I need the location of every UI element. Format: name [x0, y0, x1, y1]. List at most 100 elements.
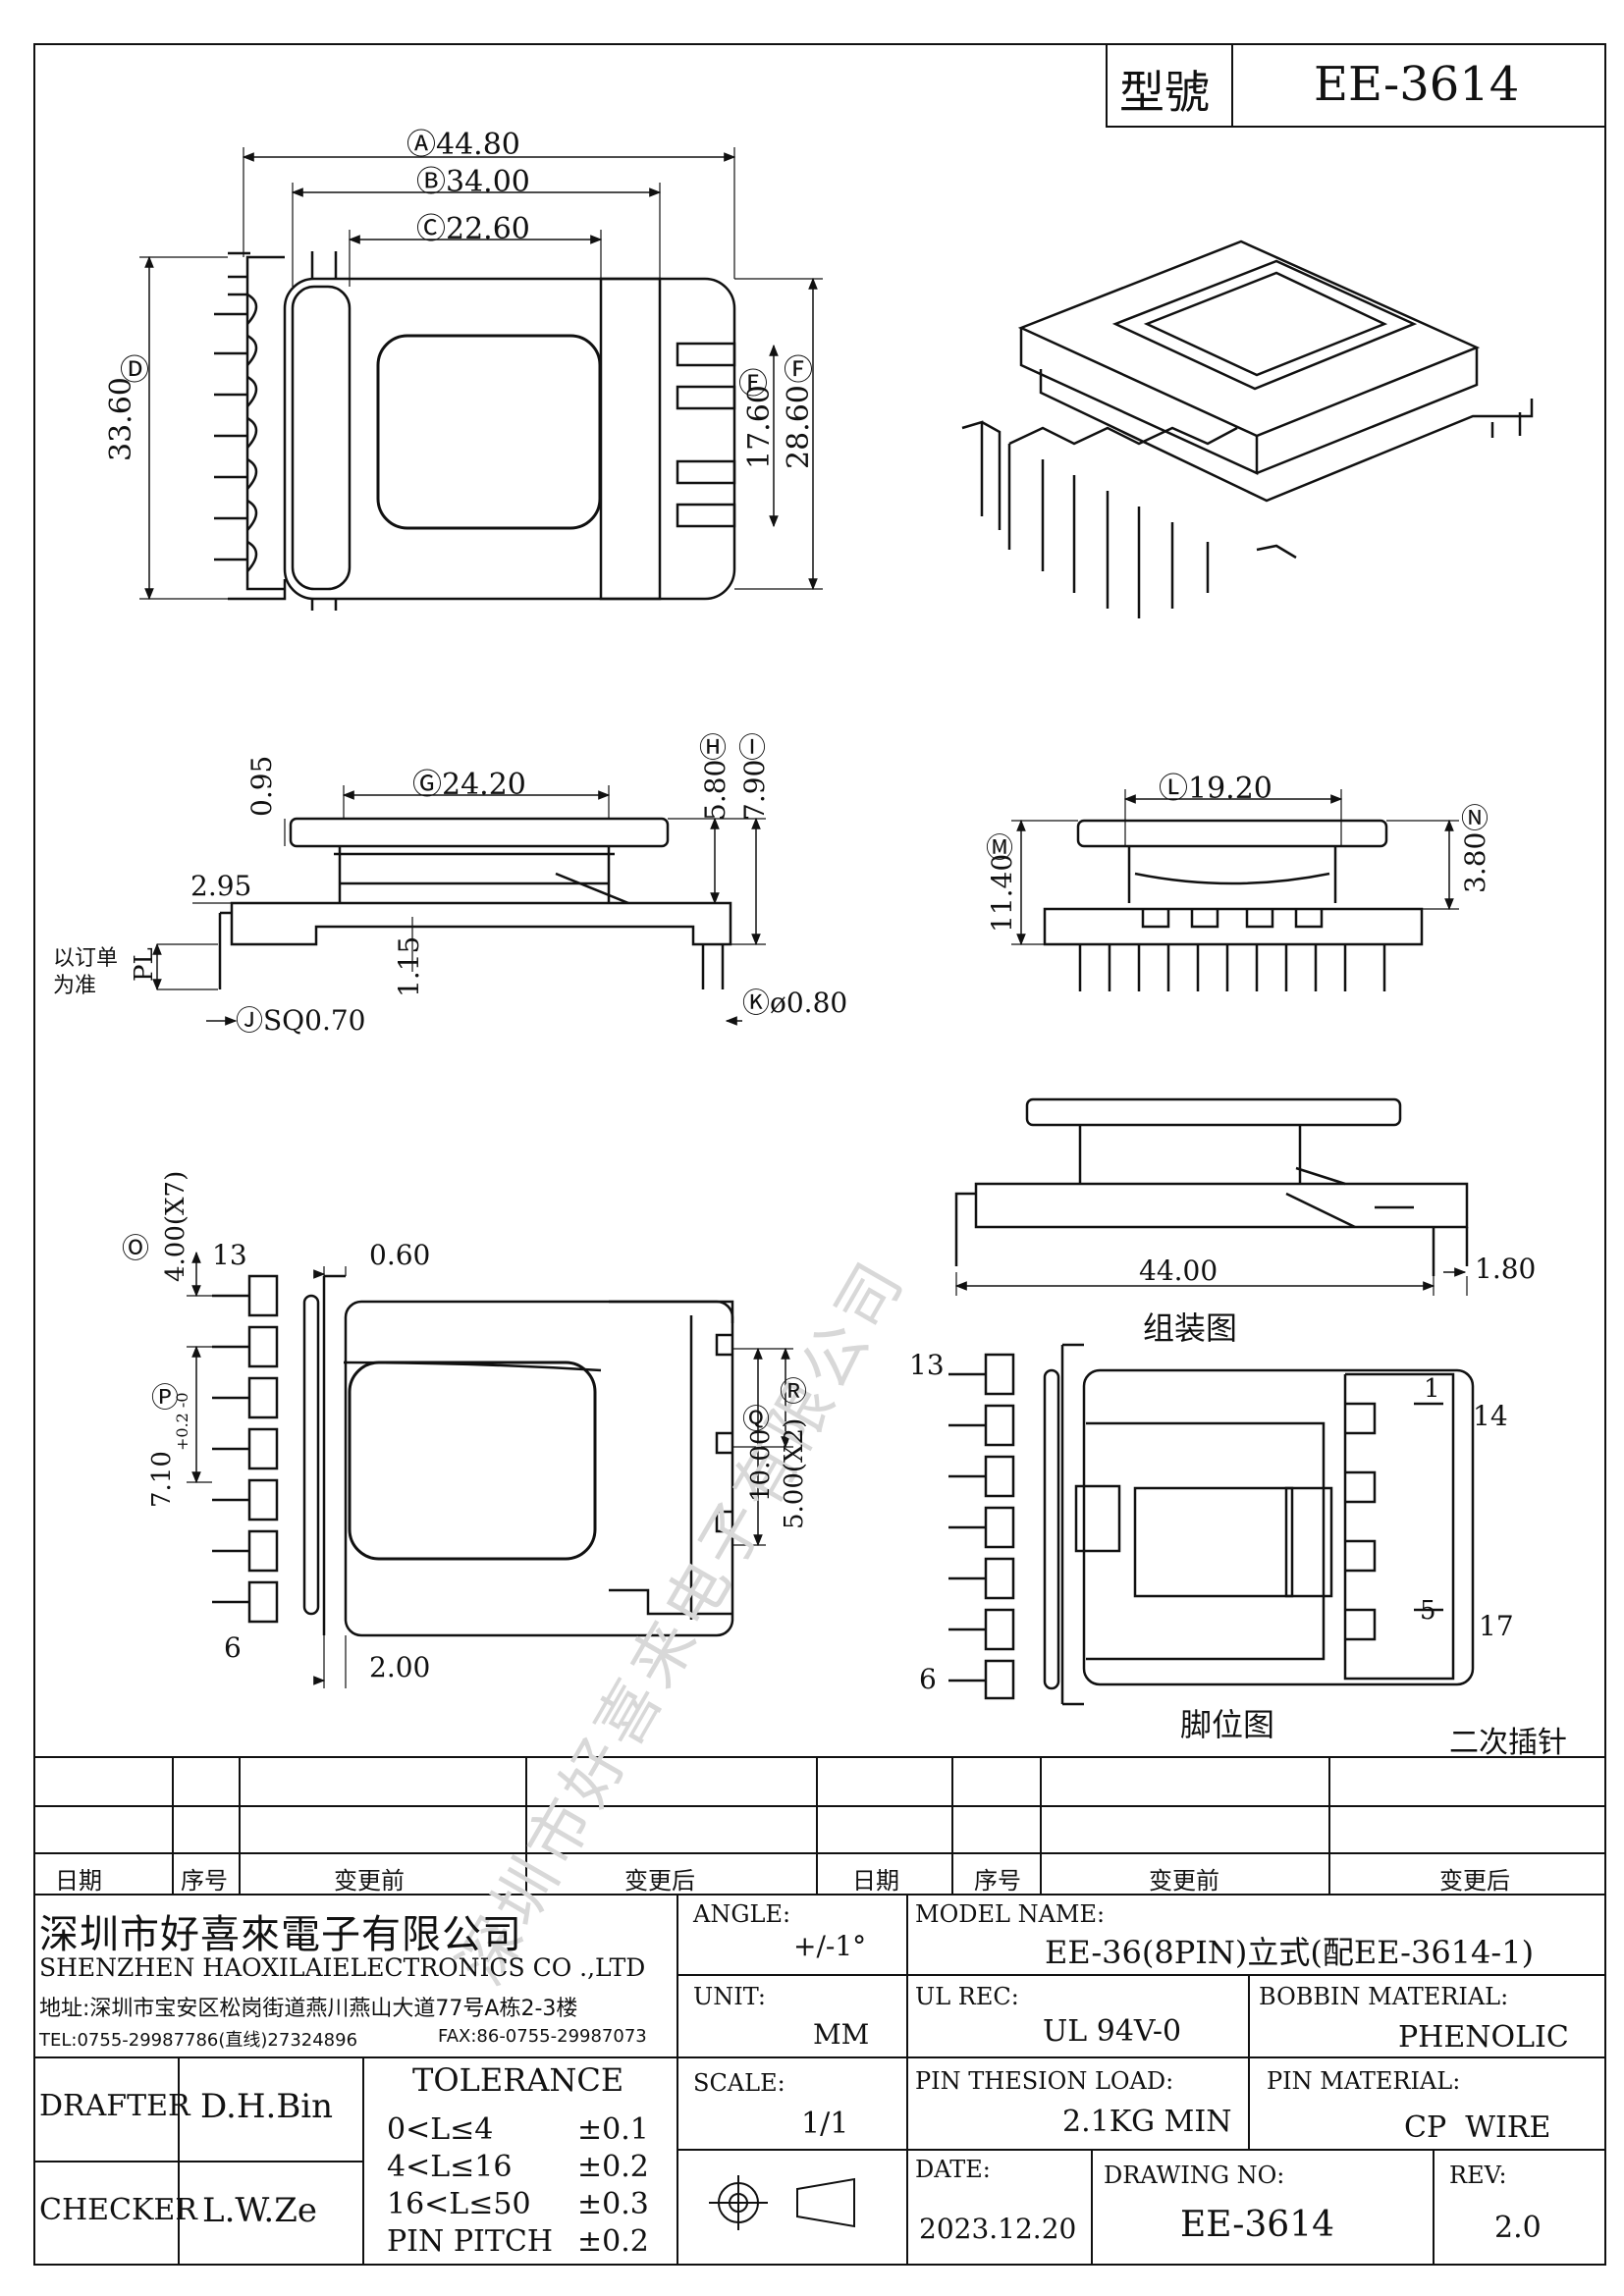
rev-col-after-1: 变更后: [624, 1867, 695, 1895]
pin-material-label: PIN MATERIAL:: [1267, 2067, 1461, 2095]
tolerance-title: TOLERANCE: [412, 2061, 624, 2099]
rev-col-date-1: 日期: [55, 1867, 102, 1895]
angle-label: ANGLE:: [693, 1900, 791, 1928]
dim-e: 17.60: [742, 385, 777, 469]
dim-a: Ⓐ44.80: [406, 128, 520, 162]
company-name-en: SHENZHEN HAOXILAIELECTRONICS CO .,LTD: [39, 1953, 646, 1982]
top-view: [139, 147, 823, 611]
pin-13-pinout: 13: [909, 1349, 945, 1381]
model-name-label: MODEL NAME:: [915, 1900, 1106, 1928]
tolerance-value-1: ±0.2: [577, 2150, 649, 2184]
dim-r: 5.00(X2): [780, 1417, 809, 1529]
dim-i-letter: Ⓘ: [738, 731, 767, 764]
drawing-no-label: DRAWING NO:: [1104, 2162, 1285, 2189]
dim-j: ⒿSQ0.70: [236, 1004, 366, 1037]
model-header: 型號 EE-3614: [1106, 43, 1606, 128]
rev-col-seq-1: 序号: [181, 1867, 228, 1895]
dim-p-letter: Ⓟ: [151, 1381, 180, 1414]
pin-13-bottom: 13: [212, 1239, 247, 1271]
note-line-1: 以订单: [53, 946, 119, 971]
company-address: 地址:深圳市宝安区松岗街道燕川燕山大道77号A栋2-3楼: [39, 1997, 578, 2021]
ul-value: UL 94V-0: [1043, 2014, 1182, 2049]
drafter-name: D.H.Bin: [200, 2087, 334, 2126]
rev-label: REV:: [1449, 2162, 1507, 2189]
note-line-2: 为准: [53, 974, 97, 998]
dim-d-letter: Ⓓ: [120, 353, 149, 388]
pinout-view: [948, 1343, 1475, 1706]
dim-p: 7.10: [147, 1451, 177, 1508]
dim-200: 2.00: [369, 1651, 431, 1683]
tolerance-value-0: ±0.1: [577, 2112, 649, 2147]
checker-name: L.W.Ze: [202, 2191, 317, 2230]
tolerance-value-2: ±0.3: [577, 2187, 649, 2221]
rev-col-before-2: 变更前: [1149, 1867, 1219, 1895]
dim-q-letter: Ⓠ: [742, 1403, 771, 1435]
dim-f: 28.60: [782, 385, 816, 469]
company-name-cn: 深圳市好喜來電子有限公司: [39, 1912, 522, 1957]
title-block-grid: [33, 1756, 1606, 2266]
tolerance-range-3: PIN PITCH: [387, 2224, 553, 2259]
model-name-value: EE-36(8PIN)立式(配EE-3614-1): [1045, 1934, 1535, 1971]
ul-label: UL REC:: [915, 1983, 1019, 2010]
dim-295: 2.95: [190, 870, 252, 902]
dim-o-letter: Ⓞ: [122, 1232, 150, 1264]
dim-q: 10.00: [746, 1428, 776, 1502]
dim-095: 0.95: [245, 755, 278, 817]
load-label: PIN THESION LOAD:: [915, 2067, 1174, 2095]
dim-m-letter: Ⓜ: [986, 831, 1014, 864]
pin-1: 1: [1424, 1374, 1440, 1404]
pin-14: 14: [1473, 1400, 1508, 1432]
pin-17: 17: [1479, 1610, 1514, 1642]
end-view: [1011, 789, 1459, 991]
drawing-frame: [33, 43, 1606, 2266]
dim-l: Ⓛ19.20: [1159, 772, 1272, 806]
angle-value: +/-1°: [793, 1930, 867, 1962]
dim-g: Ⓖ24.20: [412, 768, 526, 802]
drafter-label: DRAFTER: [39, 2089, 190, 2123]
date-value: 2023.12.20: [919, 2213, 1077, 2245]
date-label: DATE:: [915, 2156, 991, 2183]
dim-h-letter: Ⓗ: [699, 731, 728, 764]
dim-h: 5.80: [699, 759, 731, 821]
checker-label: CHECKER: [39, 2193, 197, 2227]
dim-o: 4.00(X7): [161, 1170, 190, 1282]
pinout-caption: 脚位图: [1180, 1706, 1275, 1743]
dim-b: Ⓑ34.00: [416, 165, 530, 199]
tolerance-range-0: 0<L≤4: [387, 2112, 494, 2147]
dim-115: 1.15: [393, 935, 425, 997]
unit-label: UNIT:: [693, 1983, 766, 2010]
dim-m: 11.40: [986, 853, 1018, 933]
dim-44: 44.00: [1139, 1255, 1218, 1287]
tolerance-value-3: ±0.2: [577, 2224, 649, 2259]
bottom-view: [187, 1251, 793, 1688]
unit-value: MM: [813, 2018, 870, 2051]
scale-value: 1/1: [801, 2107, 849, 2141]
dim-c: Ⓒ22.60: [416, 212, 530, 246]
dim-d: 33.60: [104, 377, 138, 461]
bobbin-label: BOBBIN MATERIAL:: [1259, 1983, 1509, 2010]
dim-n-letter: Ⓝ: [1461, 802, 1489, 834]
drawing-no-value: EE-3614: [1180, 2205, 1335, 2245]
secondary-pins-label: 二次插针: [1449, 1726, 1567, 1760]
bobbin-value: PHENOLIC: [1398, 2020, 1569, 2055]
rev-col-before-1: 变更前: [334, 1867, 405, 1895]
side-view: [152, 785, 766, 1026]
rev-col-date-2: 日期: [852, 1867, 899, 1895]
dim-i: 7.90: [738, 759, 771, 821]
tolerance-range-2: 16<L≤50: [387, 2187, 531, 2221]
company-fax: FAX:86-0755-29987073: [438, 2026, 647, 2047]
company-tel: TEL:0755-29987786(直线)27324896: [39, 2030, 358, 2051]
rev-col-seq-2: 序号: [974, 1867, 1021, 1895]
load-value: 2.1KG MIN: [1062, 2105, 1232, 2139]
rev-value: 2.0: [1494, 2211, 1542, 2245]
dim-r-letter: Ⓡ: [780, 1375, 808, 1408]
pin-material-value: CP WIRE: [1404, 2110, 1551, 2145]
scale-label: SCALE:: [693, 2069, 785, 2097]
dim-180: 1.80: [1475, 1253, 1537, 1285]
assembly-caption: 组装图: [1143, 1309, 1238, 1347]
dim-e-letter: Ⓔ: [738, 367, 768, 401]
model-value: EE-3614: [1314, 57, 1520, 112]
rev-col-after-2: 变更后: [1439, 1867, 1510, 1895]
model-label: 型號: [1119, 66, 1210, 119]
